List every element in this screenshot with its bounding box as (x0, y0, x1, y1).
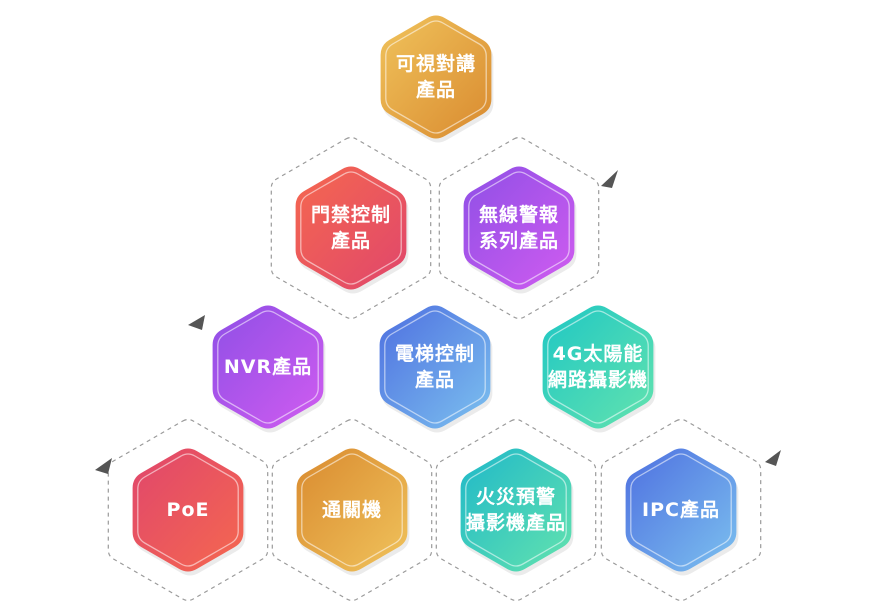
hex-group (132, 15, 739, 576)
arrow-icon (188, 315, 205, 330)
dashed-connector (600, 418, 762, 602)
hex-elevator-control[interactable] (379, 305, 493, 433)
arrow-icon (601, 170, 618, 188)
hex-nvr[interactable] (212, 305, 326, 433)
dashed-connector (438, 136, 600, 320)
dashed-connector (435, 418, 597, 602)
dashed-connectors (107, 136, 762, 602)
arrow-icon (95, 458, 112, 474)
arrow-markers (95, 170, 781, 474)
hex-door-phone[interactable] (296, 448, 410, 576)
hex-access-control[interactable] (295, 166, 409, 294)
hex-poe[interactable] (132, 448, 246, 576)
hex-fire-camera[interactable] (460, 448, 574, 576)
hex-intercom[interactable] (380, 15, 494, 143)
hex-wireless-alarm[interactable] (463, 166, 577, 294)
dashed-connector (107, 418, 269, 602)
hex-solar-camera[interactable] (542, 305, 656, 433)
arrow-icon (765, 450, 781, 466)
dashed-connector (270, 136, 432, 320)
dashed-connector (271, 418, 433, 602)
hex-ipc[interactable] (625, 448, 739, 576)
